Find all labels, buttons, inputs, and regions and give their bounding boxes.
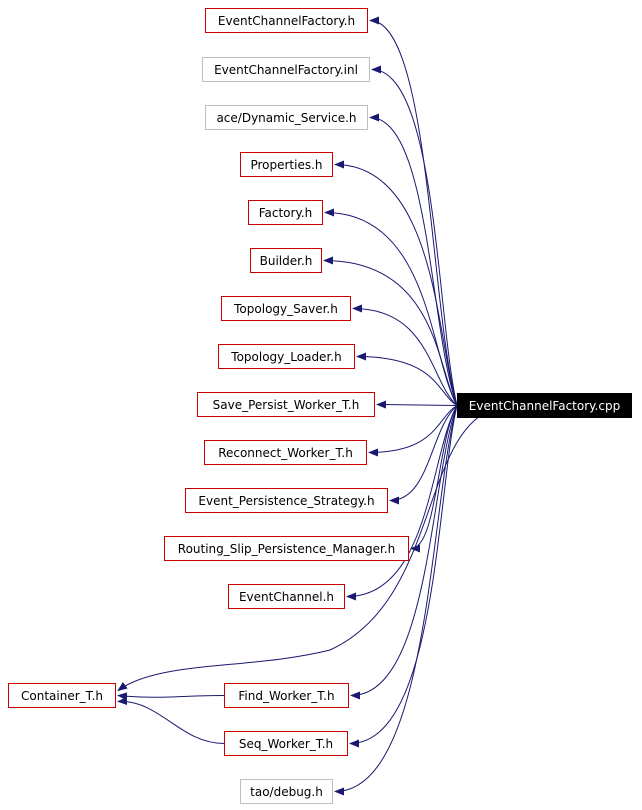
node-reconnect-worker-t-h[interactable]: Reconnect_Worker_T.h	[204, 440, 367, 465]
root-file-node: EventChannelFactory.cpp	[457, 393, 632, 418]
node-seq-worker-t-h[interactable]: Seq_Worker_T.h	[224, 731, 348, 756]
node-find-worker-t-h[interactable]: Find_Worker_T.h	[224, 683, 349, 708]
node-event-persistence-strategy-h[interactable]: Event_Persistence_Strategy.h	[185, 488, 388, 513]
node-label: Reconnect_Worker_T.h	[218, 445, 353, 460]
edge-root-to-n10	[368, 405, 458, 457]
edge-root-to-n16	[349, 405, 458, 748]
edge-root-to-n1	[369, 16, 458, 406]
node-eventchannel-h[interactable]: EventChannel.h	[228, 584, 345, 609]
node-routing-slip-persistence-manager-h[interactable]: Routing_Slip_Persistence_Manager.h	[164, 536, 409, 561]
edge-root-to-n5	[324, 208, 458, 406]
edge-n15-to-n14	[117, 692, 225, 701]
edge-root-to-n13	[346, 405, 458, 601]
node-label: Topology_Saver.h	[234, 301, 338, 316]
edge-n16-to-n14	[117, 697, 225, 744]
node-label: ace/Dynamic_Service.h	[216, 110, 357, 125]
edge-root-to-n14	[117, 407, 498, 692]
node-eventchannelfactory-inl: EventChannelFactory.inl	[202, 57, 370, 82]
edge-root-to-n11	[389, 405, 458, 505]
node-label: EventChannelFactory.inl	[214, 62, 358, 77]
node-label: tao/debug.h	[250, 784, 323, 799]
node-topology-loader-h[interactable]: Topology_Loader.h	[218, 344, 355, 369]
edge-root-to-n9	[376, 400, 458, 409]
node-label: Routing_Slip_Persistence_Manager.h	[177, 541, 396, 556]
edge-root-to-n3	[369, 113, 458, 406]
edge-root-to-n7	[352, 304, 458, 406]
node-tao-debug-h: tao/debug.h	[240, 779, 333, 804]
node-label: Save_Persist_Worker_T.h	[212, 397, 360, 412]
node-builder-h[interactable]: Builder.h	[250, 248, 322, 273]
edge-root-to-n17	[334, 405, 458, 796]
node-topology-saver-h[interactable]: Topology_Saver.h	[221, 296, 351, 321]
node-label: Builder.h	[259, 253, 313, 268]
node-label: Seq_Worker_T.h	[238, 736, 334, 751]
edge-root-to-n6	[323, 256, 458, 406]
node-label: EventChannelFactory.h	[217, 13, 356, 28]
node-container-t-h[interactable]: Container_T.h	[8, 683, 116, 708]
edge-root-to-n15	[350, 405, 458, 700]
node-ace-dynamic-service-h: ace/Dynamic_Service.h	[205, 105, 368, 130]
node-label: Topology_Loader.h	[231, 349, 342, 364]
edge-root-to-n2	[371, 65, 458, 406]
edge-root-to-n12	[410, 405, 458, 553]
node-label: Find_Worker_T.h	[238, 688, 335, 703]
node-factory-h[interactable]: Factory.h	[248, 200, 323, 225]
edge-root-to-n4	[334, 160, 458, 406]
node-label: EventChannel.h	[238, 589, 335, 604]
edge-root-to-n8	[356, 352, 458, 406]
node-label: Properties.h	[250, 157, 323, 172]
node-save-persist-worker-t-h[interactable]: Save_Persist_Worker_T.h	[197, 392, 375, 417]
node-label: Event_Persistence_Strategy.h	[198, 493, 375, 508]
node-eventchannelfactory-h[interactable]: EventChannelFactory.h	[205, 8, 368, 33]
node-label: Factory.h	[258, 205, 313, 220]
root-file-label: EventChannelFactory.cpp	[468, 398, 621, 413]
node-properties-h[interactable]: Properties.h	[240, 152, 333, 177]
node-label: Container_T.h	[21, 688, 103, 703]
